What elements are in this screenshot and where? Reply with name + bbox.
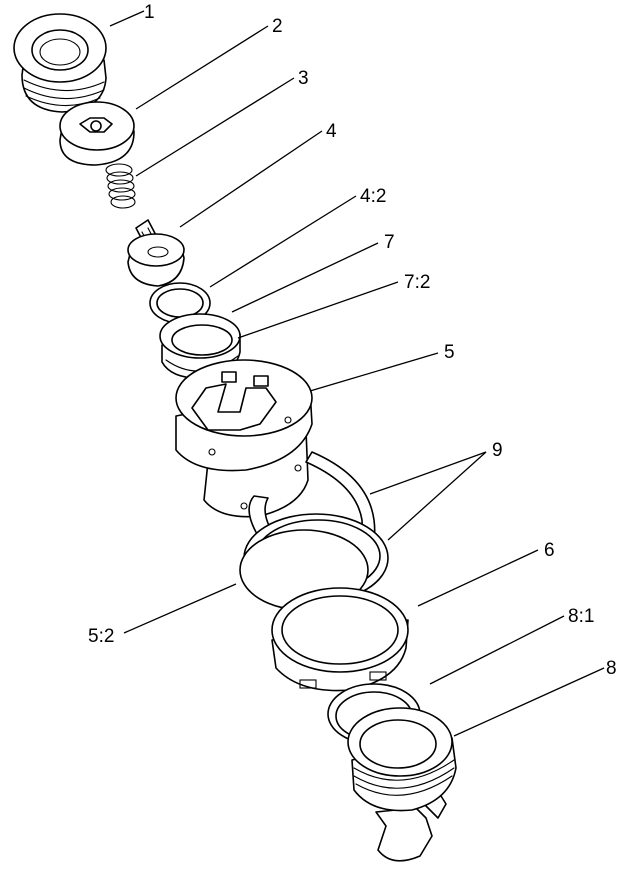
callout-2: 2: [272, 16, 283, 37]
part-4-poppet: [127, 219, 185, 287]
callout-7: 7: [384, 232, 395, 253]
part-8-barbed-fitting: [347, 707, 457, 862]
callout-6: 6: [544, 540, 555, 561]
callout-7-2: 7:2: [404, 272, 430, 293]
part-5-valve-body: [175, 359, 313, 518]
callout-9: 9: [492, 440, 503, 461]
callout-labels: 1 2 3 4 4:2 7 7:2 5 9 6 5:2 8:1 8: [88, 2, 617, 679]
callout-5-2: 5:2: [88, 626, 114, 647]
callout-4: 4: [326, 121, 337, 142]
callout-3: 3: [298, 68, 309, 89]
callout-1: 1: [144, 2, 155, 23]
part-2-valve-disc: [59, 101, 135, 166]
leader-lines: [109, 10, 605, 737]
callout-8: 8: [606, 658, 617, 679]
callout-8-1: 8:1: [568, 606, 594, 627]
callout-4-2: 4:2: [360, 186, 386, 207]
callout-5: 5: [444, 342, 455, 363]
part-6-collar: [271, 587, 409, 692]
part-1-threaded-cap: [13, 13, 107, 113]
part-3-spring: [105, 163, 136, 209]
